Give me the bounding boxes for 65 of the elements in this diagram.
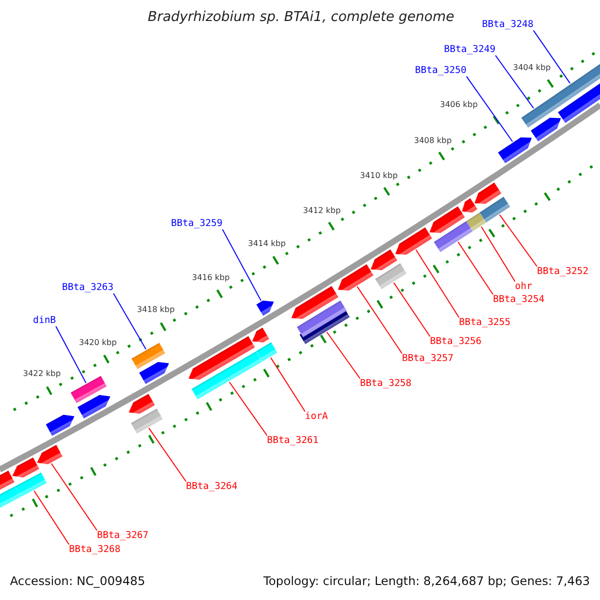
gene-block <box>474 182 510 222</box>
leader-line <box>148 428 186 482</box>
gene-label: BBta_3257 <box>402 354 454 364</box>
tick-label: 3406 kbp <box>440 100 478 110</box>
gene-label: BBta_3250 <box>415 66 466 76</box>
gene-block <box>128 394 163 434</box>
gene-label: BBta_3249 <box>444 44 496 56</box>
leader-line <box>356 286 402 354</box>
gene-block <box>498 137 532 164</box>
leader-line <box>466 76 514 142</box>
tick-label: 3410 kbp <box>360 171 398 181</box>
gene-block <box>132 342 169 384</box>
leader-line <box>416 249 460 318</box>
gene-block <box>462 198 486 232</box>
gene-block <box>338 264 374 291</box>
gene-label: iorA <box>305 412 328 422</box>
leader-line <box>270 357 306 412</box>
title: Bradyrhizobium sp. BTAi1, complete genome <box>148 10 454 26</box>
gene-label: BBta_3264 <box>186 482 238 492</box>
gene-label: BBta_3248 <box>482 20 534 30</box>
gene-label: BBta_3259 <box>171 218 222 230</box>
gene-block <box>70 376 110 418</box>
gene-block <box>395 227 432 255</box>
leader-line <box>480 226 516 282</box>
tick-label: 3418 kbp <box>137 305 175 315</box>
tick-label: 3422 kbp <box>23 369 61 379</box>
gene-label: BBta_3252 <box>537 266 588 278</box>
gene-block <box>256 300 274 316</box>
leader-line <box>494 54 534 109</box>
leader-line <box>532 30 571 84</box>
leader-line <box>50 463 98 531</box>
footer-note: Topology: circular; Length: 8,264,687 bp; Genes: 7,463 <box>263 575 590 589</box>
leader-line <box>499 214 538 267</box>
leader-line <box>326 332 360 379</box>
gene-label: BBta_3268 <box>69 544 120 556</box>
gene-label: BBta_3267 <box>97 530 148 542</box>
gene-block <box>188 336 262 400</box>
gene-label: BBta_3261 <box>267 436 318 446</box>
gene-block <box>291 286 350 344</box>
gene-label: BBta_3258 <box>360 378 412 390</box>
tick-label: 3420 kbp <box>79 338 117 348</box>
gene-block <box>0 470 20 508</box>
gene-block <box>46 414 74 436</box>
tick-label: 3408 kbp <box>414 136 452 146</box>
gene-block <box>370 249 407 290</box>
tick-label: 3416 kbp <box>192 273 230 283</box>
gene-block <box>12 457 47 497</box>
gene-block <box>430 206 473 252</box>
tick-label: 3412 kbp <box>303 206 341 216</box>
gene-label: BBta_3256 <box>430 336 482 348</box>
gene-block <box>37 444 62 464</box>
gene-block <box>252 328 278 362</box>
footer-note: Accession: NC_009485 <box>10 575 146 589</box>
leader-line <box>112 292 146 350</box>
gene-label: BBta_3263 <box>62 282 114 294</box>
gene-label: BBta_3255 <box>459 318 510 328</box>
leader-line <box>34 490 70 545</box>
gene-block <box>521 100 561 142</box>
gene-label: ohr <box>515 282 532 292</box>
tick-label: 3404 kbp <box>513 63 551 73</box>
leader-line <box>55 326 86 384</box>
gene-label: BBta_3254 <box>493 294 544 306</box>
leader-line <box>222 228 262 302</box>
gene-label: dinB <box>33 316 56 326</box>
tick-label: 3414 kbp <box>248 239 286 249</box>
